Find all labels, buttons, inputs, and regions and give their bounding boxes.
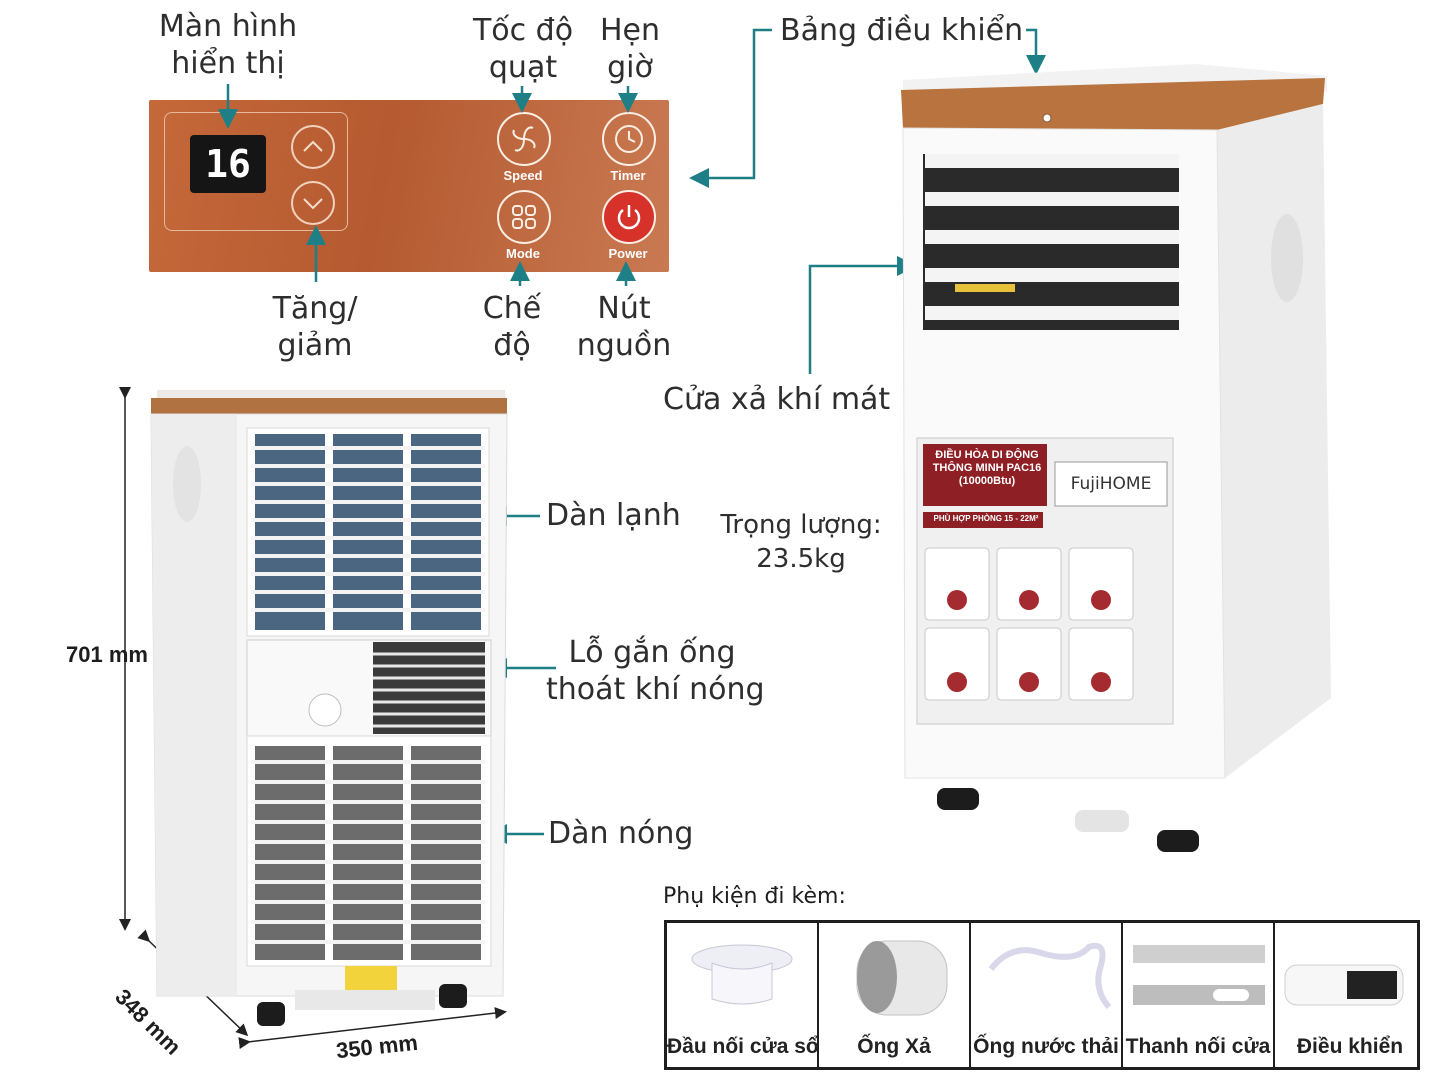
product-title-line2: THÔNG MINH PAC16 xyxy=(932,462,1042,474)
accessory-drain-hose: Ống nước thải xyxy=(971,923,1123,1067)
product-title-line3: (10000Btu) xyxy=(958,475,1016,487)
speed-label: Speed xyxy=(503,168,543,183)
up-arrow-button[interactable] xyxy=(291,125,335,169)
mode-callout-line2: độ xyxy=(493,328,531,363)
mode-callout-line1: Chế xyxy=(482,291,542,326)
accessory-name: Điều khiển xyxy=(1296,1035,1404,1058)
exhaust-callout-line1: Lỗ gắn ống xyxy=(568,635,736,670)
unit-front-view xyxy=(901,64,1331,852)
accessory-name: Thanh nối cửa xyxy=(1125,1035,1271,1058)
mode-callout: Chế độ xyxy=(462,290,562,364)
exhaust-hose-image xyxy=(856,940,948,1016)
unit-back-view xyxy=(150,390,508,1026)
speed-button[interactable] xyxy=(497,112,551,166)
fan-icon xyxy=(512,126,536,152)
accessory-name: Ống nước thải xyxy=(973,1035,1119,1058)
down-arrow-button[interactable] xyxy=(291,181,335,225)
product-label-title: ĐIỀU HÒA DI ĐỘNG THÔNG MINH PAC16 (10000… xyxy=(927,449,1047,488)
weight-callout-line1: Trọng lượng: xyxy=(720,510,882,540)
mode-button[interactable] xyxy=(497,190,551,244)
power-icon xyxy=(617,205,641,230)
mode-label: Mode xyxy=(506,246,540,261)
chevron-up-icon xyxy=(303,140,323,152)
updown-callout: Tăng/ giảm xyxy=(245,290,385,364)
power-callout-line2: nguồn xyxy=(576,328,672,363)
timer-label: Timer xyxy=(610,168,646,183)
power-label: Power xyxy=(608,246,648,261)
accessories-table: Đầu nối cửa sổ Ống Xả Ống nước thải Than… xyxy=(664,920,1420,1070)
updown-callout-line1: Tăng/ xyxy=(272,291,358,326)
product-room-size: PHÙ HỢP PHÒNG 15 - 22M² xyxy=(933,514,1039,523)
power-callout-line1: Nút xyxy=(597,291,651,326)
mode-grid-icon xyxy=(512,205,536,229)
exhaust-callout-line2: thoát khí nóng xyxy=(546,672,765,707)
panel-callout: Bảng điều khiển xyxy=(780,13,1024,48)
power-button[interactable] xyxy=(602,190,656,244)
display-frame xyxy=(164,112,348,231)
speed-callout: Tốc độ quạt xyxy=(453,12,593,86)
accessory-name: Ống Xả xyxy=(857,1035,931,1058)
accessory-remote: Điều khiển xyxy=(1275,923,1425,1067)
height-dimension: 701 mm xyxy=(66,642,148,667)
weight-callout: Trọng lượng: 23.5kg xyxy=(720,508,882,576)
remote-control-image xyxy=(1284,964,1404,1006)
accessory-exhaust-hose: Ống Xả xyxy=(819,923,971,1067)
cool-outlet-callout: Cửa xả khí mát xyxy=(663,382,891,417)
exhaust-callout: Lỗ gắn ống thoát khí nóng xyxy=(546,634,765,708)
display-callout-line1: Màn hình xyxy=(158,9,298,44)
clock-icon xyxy=(615,125,643,153)
brand-logo: FujiHOME xyxy=(1070,474,1152,494)
display-screen: 16 xyxy=(190,135,266,193)
accessories-heading: Phụ kiện đi kèm: xyxy=(663,884,846,909)
power-callout: Nút nguồn xyxy=(568,290,680,364)
timer-button[interactable] xyxy=(602,112,656,166)
window-adapter-image xyxy=(691,944,793,1005)
display-callout: Màn hình hiển thị xyxy=(148,8,308,82)
evaporator-callout: Dàn lạnh xyxy=(546,498,681,533)
timer-callout: Hẹn giờ xyxy=(580,12,680,86)
speed-callout-line2: quạt xyxy=(488,50,558,85)
window-bar-image xyxy=(1133,945,1265,1005)
accessory-window-bar: Thanh nối cửa xyxy=(1123,923,1275,1067)
accessory-window-adapter: Đầu nối cửa sổ xyxy=(667,923,819,1067)
weight-callout-line2: 23.5kg xyxy=(756,544,846,574)
accessory-name: Đầu nối cửa sổ xyxy=(667,1035,819,1058)
condenser-callout: Dàn nóng xyxy=(548,816,694,851)
display-callout-line2: hiển thị xyxy=(171,46,285,81)
updown-callout-line2: giảm xyxy=(277,328,353,363)
speed-callout-line1: Tốc độ xyxy=(472,13,574,48)
product-title-line1: ĐIỀU HÒA DI ĐỘNG xyxy=(935,449,1039,461)
chevron-down-icon xyxy=(303,198,323,210)
drain-hose-image xyxy=(988,942,1112,1009)
timer-callout-line2: giờ xyxy=(607,50,653,85)
timer-callout-line1: Hẹn xyxy=(599,13,661,48)
